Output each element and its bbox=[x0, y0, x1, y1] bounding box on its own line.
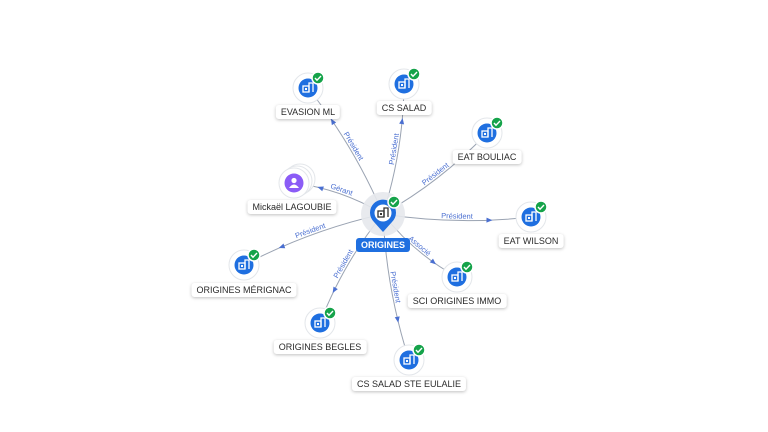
verified-check-icon bbox=[323, 306, 337, 320]
edge-arrow-icon bbox=[429, 258, 436, 265]
verified-check-icon bbox=[387, 195, 401, 209]
edge-label: Président bbox=[331, 247, 355, 280]
edge-label: Président bbox=[420, 160, 451, 187]
edge-label: Président bbox=[342, 130, 366, 163]
node-label-mickael-lagoubie[interactable]: Mickaël LAGOUBIE bbox=[247, 200, 337, 214]
edge-arrow-icon bbox=[486, 217, 493, 223]
building-icon bbox=[447, 267, 467, 287]
building-icon bbox=[394, 74, 414, 94]
edge-cs-salad-ste-eulalie: Président bbox=[382, 213, 410, 361]
node-label-cs-salad-ste-eulalie[interactable]: CS SALAD STE EULALIE bbox=[351, 377, 467, 391]
verified-check-icon bbox=[407, 67, 421, 81]
building-icon bbox=[521, 207, 541, 227]
node-label-cs-salad[interactable]: CS SALAD bbox=[376, 101, 432, 115]
edge-arrow-icon bbox=[332, 286, 338, 294]
edge-arrow-icon bbox=[317, 186, 324, 192]
edge-arrow-icon bbox=[394, 316, 400, 323]
node-label-sci-origines-immo[interactable]: SCI ORIGINES IMMO bbox=[407, 294, 507, 308]
node-label-eat-wilson[interactable]: EAT WILSON bbox=[498, 234, 564, 248]
verified-check-icon bbox=[247, 248, 261, 262]
edge-arrow-icon bbox=[399, 118, 405, 125]
center-node-label[interactable]: ORIGINES bbox=[355, 238, 411, 252]
edge-label: Président bbox=[388, 271, 403, 305]
node-mickael-lagoubie[interactable] bbox=[278, 163, 316, 199]
verified-check-icon bbox=[460, 260, 474, 274]
edge-arrow-icon bbox=[278, 243, 286, 249]
building-icon bbox=[234, 255, 254, 275]
verified-check-icon bbox=[490, 116, 504, 130]
building-icon bbox=[298, 78, 318, 98]
verified-check-icon bbox=[311, 71, 325, 85]
person-icon bbox=[284, 173, 304, 193]
edge-label: Président bbox=[441, 211, 474, 221]
building-icon bbox=[477, 123, 497, 143]
edge-label: Président bbox=[294, 221, 328, 241]
building-icon bbox=[377, 207, 389, 218]
edge-label: Associé bbox=[407, 234, 433, 258]
verified-check-icon bbox=[412, 343, 426, 357]
verified-check-icon bbox=[534, 200, 548, 214]
edge-label: Gérant bbox=[329, 182, 354, 198]
node-label-evasion-ml[interactable]: EVASION ML bbox=[275, 105, 341, 119]
edge-arrow-icon bbox=[330, 118, 337, 126]
building-icon bbox=[399, 350, 419, 370]
building-icon bbox=[310, 313, 330, 333]
node-label-origines-begles[interactable]: ORIGINES BEGLES bbox=[273, 340, 367, 354]
edge-eat-wilson: Président bbox=[382, 211, 532, 223]
node-label-origines-merignac[interactable]: ORIGINES MÉRIGNAC bbox=[191, 283, 297, 297]
node-label-eat-bouliac[interactable]: EAT BOULIAC bbox=[452, 150, 522, 164]
